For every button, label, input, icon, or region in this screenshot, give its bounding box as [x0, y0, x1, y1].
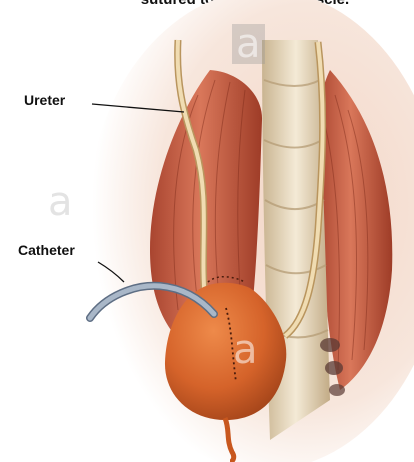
- sacral-foramen: [320, 338, 340, 352]
- catheter-label: Catheter: [18, 242, 75, 258]
- watermark-logo: a: [233, 330, 258, 370]
- watermark-logo: a: [48, 182, 73, 222]
- sacral-foramen: [325, 361, 343, 375]
- watermark-logo: a: [232, 24, 265, 64]
- sacral-foramen: [329, 384, 345, 396]
- ureter-label: Ureter: [24, 92, 65, 108]
